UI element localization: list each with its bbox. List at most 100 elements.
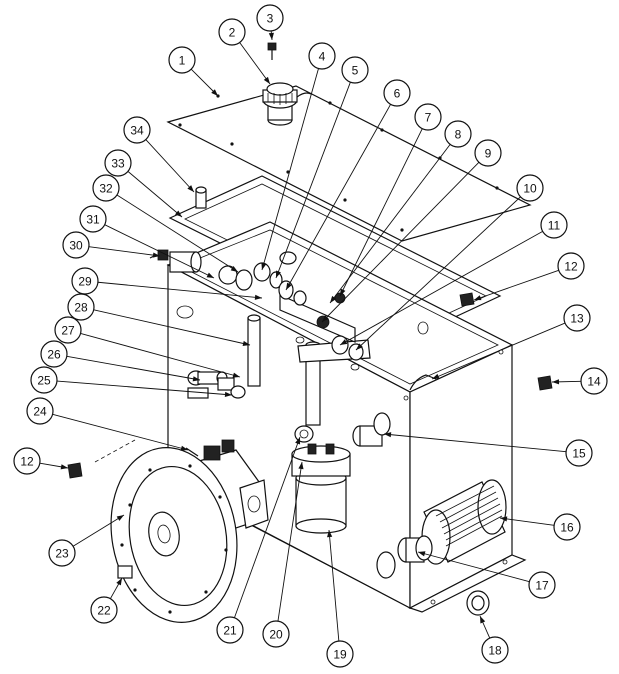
callout-number-9: 9 — [485, 147, 492, 161]
callout-circle-16 — [553, 513, 581, 541]
pipe-plug — [117, 565, 133, 579]
leader-line-6 — [285, 104, 392, 291]
callout-circle-12b — [13, 447, 41, 475]
leader-arrow-26 — [192, 376, 200, 382]
leader-line-12a — [473, 269, 559, 301]
leader-arrow-1 — [211, 89, 218, 96]
callout-circle-20 — [262, 620, 290, 648]
callout-12b: 12 — [13, 447, 41, 475]
callout-25: 25 — [30, 366, 58, 394]
leader-line-20 — [277, 461, 303, 622]
side-fittings — [149, 186, 253, 291]
callout-7: 7 — [414, 103, 442, 131]
leader-arrow-22 — [116, 578, 122, 586]
callout-circle-34 — [123, 116, 151, 144]
leader-arrow-11 — [340, 339, 348, 345]
leader-arrow-24 — [180, 445, 188, 451]
callout-18: 18 — [481, 636, 509, 664]
callout-30: 30 — [62, 231, 90, 259]
callout-number-17: 17 — [535, 579, 549, 593]
leader-arrow-28 — [242, 340, 250, 347]
callout-number-7: 7 — [425, 111, 432, 125]
leader-arrow-15 — [384, 432, 392, 438]
leader-line-8 — [329, 144, 451, 304]
callout-number-4: 4 — [319, 50, 326, 64]
callout-number-21: 21 — [223, 624, 237, 638]
bolt — [409, 374, 437, 391]
callout-34: 34 — [123, 116, 151, 144]
callout-number-14: 14 — [587, 375, 601, 389]
callout-circle-21 — [216, 616, 244, 644]
callout-number-19: 19 — [333, 648, 347, 662]
callout-5: 5 — [341, 56, 369, 84]
callout-circle-1 — [168, 46, 196, 74]
callout-number-11: 11 — [548, 219, 561, 233]
callout-9: 9 — [474, 139, 502, 167]
callout-11: 11 — [540, 211, 568, 239]
leader-arrow-10 — [356, 343, 363, 350]
callout-circle-6 — [383, 79, 411, 107]
callout-circle-15 — [565, 439, 593, 467]
return-filter — [291, 425, 351, 534]
leader-line-29 — [97, 281, 263, 299]
leader-arrow-9 — [322, 315, 329, 322]
callout-circle-10 — [516, 174, 544, 202]
callout-number-18: 18 — [488, 644, 502, 658]
callout-number-24: 24 — [33, 405, 47, 419]
leader-arrow-7 — [340, 288, 346, 296]
leader-line-13 — [431, 322, 566, 380]
callout-27: 27 — [54, 316, 82, 344]
callout-number-1: 1 — [179, 54, 186, 68]
callout-circle-27 — [54, 316, 82, 344]
leader-line-27 — [80, 332, 241, 378]
callout-number-23: 23 — [55, 547, 69, 561]
leader-arrow-20 — [298, 462, 304, 470]
callout-number-3: 3 — [267, 12, 274, 26]
callout-31: 31 — [79, 205, 107, 233]
callout-circle-12a — [557, 252, 585, 280]
leader-line-28 — [93, 309, 251, 346]
callout-number-22: 22 — [97, 604, 111, 618]
callout-bubbles: 1234567891011121314151617181920212223242… — [13, 4, 608, 668]
leader-line-19 — [328, 529, 340, 642]
callout-21: 21 — [216, 616, 244, 644]
leader-line-10 — [355, 196, 521, 351]
leader-arrow-30 — [152, 252, 160, 258]
leader-line-16 — [499, 517, 555, 526]
callout-number-8: 8 — [455, 128, 462, 142]
leader-line-17 — [417, 551, 530, 583]
leader-line-34 — [145, 139, 195, 193]
callout-circle-13 — [563, 304, 591, 332]
leader-line-26 — [66, 355, 201, 381]
callout-17: 17 — [528, 571, 556, 599]
callout-1: 1 — [168, 46, 196, 74]
leader-line-2 — [239, 42, 271, 85]
leader-arrow-29 — [254, 294, 262, 300]
screw — [267, 42, 277, 60]
leader-arrow-17 — [418, 551, 426, 557]
callout-circle-18 — [481, 636, 509, 664]
callout-3: 3 — [256, 4, 284, 32]
callout-number-20: 20 — [269, 628, 283, 642]
breather-cap — [262, 82, 312, 126]
callout-circle-17 — [528, 571, 556, 599]
callout-number-2: 2 — [229, 26, 236, 40]
callout-20: 20 — [262, 620, 290, 648]
tank-lid-plate — [166, 85, 532, 242]
leader-line-23 — [72, 514, 125, 547]
callout-28: 28 — [67, 293, 95, 321]
leader-arrow-12b — [60, 464, 68, 470]
leader-line-7 — [339, 128, 423, 297]
pipe-nipple — [376, 535, 433, 579]
callout-number-27: 27 — [61, 324, 75, 338]
callout-number-12a: 12 — [564, 260, 578, 274]
callout-circle-14 — [580, 367, 608, 395]
leader-arrow-2 — [263, 76, 270, 84]
callout-23: 23 — [48, 539, 76, 567]
leader-arrow-13 — [432, 373, 440, 379]
leader-line-24 — [52, 413, 189, 451]
callout-circle-32 — [92, 174, 120, 202]
callout-12a: 12 — [557, 252, 585, 280]
